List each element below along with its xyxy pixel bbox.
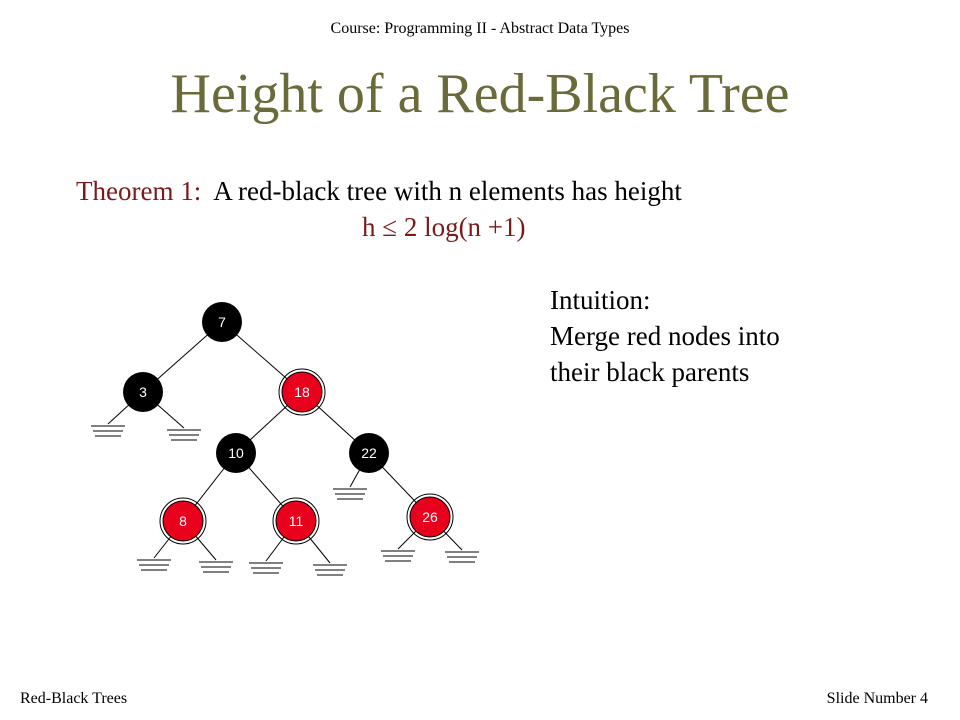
nil-leaf [91, 425, 125, 437]
nil-leaves [91, 391, 479, 576]
node-label: 3 [139, 384, 147, 400]
node-label: 11 [289, 513, 304, 529]
intuition-heading: Intuition: [550, 285, 651, 315]
tree-node-22: 22 [349, 433, 389, 473]
nil-leaf [137, 559, 171, 571]
tree-node-11: 11 [272, 497, 320, 545]
course-header: Course: Programming II - Abstract Data T… [330, 20, 630, 37]
intuition-line-1: Merge red nodes into [550, 321, 780, 351]
intuition-line-2: their black parents [550, 357, 750, 387]
theorem-statement: Theorem 1: A red-black tree with n elemen… [76, 176, 682, 207]
tree-nodes: 7 3 18 10 22 8 11 26 [123, 302, 454, 545]
theorem-label: Theorem 1: [76, 176, 202, 206]
node-label: 26 [422, 509, 438, 525]
tree-node-10: 10 [216, 433, 256, 473]
nil-leaf [199, 561, 233, 573]
nil-leaf [167, 429, 201, 441]
node-label: 7 [218, 314, 226, 330]
nil-leaf [333, 488, 367, 500]
tree-node-7: 7 [202, 302, 242, 342]
tree-node-18: 18 [278, 368, 326, 416]
node-label: 18 [294, 384, 310, 400]
footer-topic: Red-Black Trees [20, 690, 128, 707]
slide-number: Slide Number 4 [826, 690, 928, 707]
nil-leaf [381, 550, 415, 562]
node-label: 10 [228, 445, 244, 461]
node-label: 8 [179, 513, 187, 529]
tree-edges [142, 321, 431, 522]
nil-leaf [445, 551, 479, 563]
tree-node-3: 3 [123, 372, 163, 412]
node-label: 22 [361, 445, 377, 461]
tree-node-8: 8 [159, 497, 207, 545]
intuition-block: Intuition: Merge red nodes into their bl… [550, 282, 780, 390]
nil-leaf [249, 562, 283, 574]
height-formula: h ≤ 2 log(n +1) [362, 212, 526, 242]
tree-node-26: 26 [406, 493, 454, 541]
theorem-text: A red-black tree with n elements has hei… [213, 176, 682, 206]
slide-title: Height of a Red-Black Tree [170, 63, 790, 125]
nil-leaf [313, 564, 347, 576]
